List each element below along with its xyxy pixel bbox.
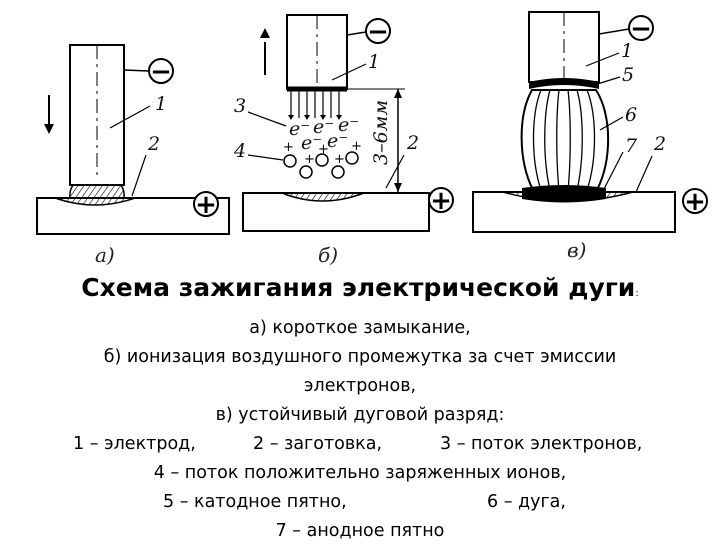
svg-text:+: + <box>304 152 315 167</box>
callout-2-a: 2 <box>147 133 160 155</box>
callout-1-c: 1 <box>621 40 633 62</box>
callout-4-b: 4 <box>233 140 246 162</box>
electron-rays-b <box>290 91 340 118</box>
workpiece-b <box>242 192 430 232</box>
plus-terminal-b <box>428 187 454 213</box>
svg-text:+: + <box>351 139 362 154</box>
leader-6-c <box>599 116 624 131</box>
gap-arrow-top-b <box>394 89 402 98</box>
callout-1-a: 1 <box>155 93 167 115</box>
anode-spot-c <box>522 185 606 203</box>
weld-pool-a <box>54 197 136 206</box>
leader-2-b <box>385 154 405 189</box>
feed-arrow-head-a <box>44 124 54 134</box>
leader-2-a <box>131 154 147 197</box>
caption-title: Схема зажигания электрической дуги: <box>0 268 720 314</box>
plus-terminal-c <box>682 188 708 214</box>
electron-label-3: е⁻ <box>338 114 359 136</box>
callout-5-c: 5 <box>622 64 634 86</box>
caption-line-c: в) устойчивый дуговой разряд: <box>215 405 505 425</box>
gap-size-label: 3–6мм <box>370 100 392 165</box>
retract-arrow-head-b <box>260 28 270 38</box>
leader-1-c <box>585 52 620 67</box>
minus-sign-a: − <box>150 57 172 87</box>
electron-label-4: е⁻ <box>301 132 322 154</box>
legend-item-2: 2 – заготовка, <box>253 434 383 454</box>
minus-lead-c <box>598 28 630 35</box>
electron-label-5: е⁻ <box>327 130 348 152</box>
leader-1-a <box>109 105 151 129</box>
plus-sign-c: + <box>684 187 706 217</box>
callout-3-b: 3 <box>234 95 246 117</box>
panel-c: − + 1 5 6 7 2 в) <box>472 11 708 262</box>
plus-sign-a: + <box>195 190 217 220</box>
plus-sign-b: + <box>430 186 452 216</box>
panel-label-c: в) <box>567 238 586 262</box>
svg-text:+: + <box>334 152 345 167</box>
panel-label-a: а) <box>95 243 115 267</box>
arc-ignition-diagram: − + 1 2 а) е⁻ <box>36 11 708 267</box>
weld-pool-b <box>281 192 365 202</box>
electron-ray-heads-b <box>288 115 342 120</box>
leader-2-c <box>635 155 653 193</box>
panel-b: е⁻ е⁻ е⁻ е⁻ е⁻ + + + + + 3–6мм − + 1 2 <box>233 14 454 267</box>
minus-sign-b: − <box>367 17 389 47</box>
legend-item-3: 3 – поток электронов, <box>440 434 643 454</box>
minus-terminal-c <box>628 15 654 41</box>
callout-2-c: 2 <box>653 133 666 155</box>
arc-lines-c <box>532 89 596 191</box>
leader-5-c <box>593 76 621 86</box>
callout-2-b: 2 <box>406 132 419 154</box>
caption: Схема зажигания электрической дуги: а) к… <box>0 268 720 546</box>
svg-text:+: + <box>318 142 329 157</box>
positive-ions-b <box>283 151 359 179</box>
legend-item-1: 1 – электрод, <box>73 434 196 454</box>
electron-label-2: е⁻ <box>313 116 334 138</box>
leader-3-b <box>247 111 287 127</box>
callout-1-b: 1 <box>368 51 380 73</box>
callout-6-c: 6 <box>625 104 637 126</box>
legend-item-6: 6 – дуга, <box>487 492 566 512</box>
caption-title-suffix: : <box>635 288 639 299</box>
minus-terminal-b <box>365 18 391 44</box>
caption-title-text: Схема зажигания электрической дуги <box>81 273 636 302</box>
panel-a: − + 1 2 а) <box>36 44 230 267</box>
callout-7-c: 7 <box>625 135 638 157</box>
caption-line-b: б) ионизация воздушного промежутка за сч… <box>103 347 617 367</box>
ion-charge-marks-b: + + + + + <box>283 139 362 167</box>
svg-text:+: + <box>283 140 294 155</box>
plus-terminal-a <box>193 191 219 217</box>
leader-4-b <box>247 154 284 161</box>
legend-item-5: 5 – катодное пятно, <box>163 492 347 512</box>
legend-item-4: 4 – поток положительно заряженных ионов, <box>153 463 567 483</box>
electron-label-1: е⁻ <box>289 118 310 140</box>
panel-label-b: б) <box>318 243 338 267</box>
caption-line-a: а) короткое замыкание, <box>249 318 471 338</box>
cathode-spot-c <box>529 78 599 89</box>
leader-7-c <box>603 151 624 190</box>
minus-lead-a <box>123 69 150 72</box>
legend-row-1: 1 – электрод, 2 – заготовка, 3 – поток э… <box>0 430 720 459</box>
gap-arrow-bottom-b <box>394 183 402 192</box>
leader-1-b <box>331 63 367 81</box>
legend-item-7: 7 – анодное пятно <box>275 521 445 541</box>
arc-column-c <box>520 89 610 191</box>
minus-sign-c: − <box>630 14 652 44</box>
legend-row-3: 5 – катодное пятно, 6 – дуга, <box>0 488 720 517</box>
caption-line-b-cont: электронов, <box>303 376 417 396</box>
minus-lead-b <box>346 31 367 36</box>
